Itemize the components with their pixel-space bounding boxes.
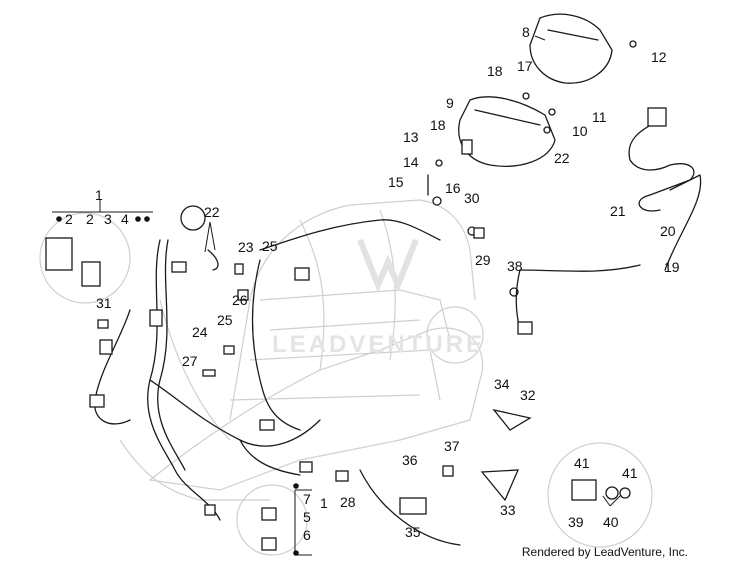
- callout-33: 33: [500, 502, 516, 518]
- callout-1: 1: [320, 495, 328, 511]
- callout-36: 36: [402, 452, 418, 468]
- callout-16: 16: [445, 180, 461, 196]
- ecu-cover-upper: [529, 13, 613, 84]
- callout-18: 18: [430, 117, 446, 133]
- callout-38: 38: [507, 258, 523, 274]
- coiled-cable: [515, 107, 702, 335]
- credit-text: Rendered by LeadVenture, Inc.: [521, 545, 688, 559]
- callout-3: 3: [104, 211, 112, 227]
- callout-35: 35: [405, 524, 421, 540]
- callout-4: 4: [121, 211, 129, 227]
- watermark-logo: LEADVENTURE: [272, 238, 485, 358]
- relay-block: [359, 469, 461, 546]
- fasteners: [427, 40, 637, 297]
- callout-34: 34: [494, 376, 510, 392]
- callout-10: 10: [572, 123, 588, 139]
- callout-22: 22: [554, 150, 570, 166]
- callout-27: 27: [182, 353, 198, 369]
- leader-lines: [52, 35, 621, 556]
- callout-41: 41: [622, 465, 638, 481]
- callout-28: 28: [340, 494, 356, 510]
- callout-2: 2: [65, 211, 73, 227]
- callout-25: 25: [262, 238, 278, 254]
- callout-26: 26: [232, 292, 248, 308]
- callout-18: 18: [487, 63, 503, 79]
- callout-25: 25: [217, 312, 233, 328]
- callout-29: 29: [475, 252, 491, 268]
- callout-13: 13: [403, 129, 419, 145]
- reference-dots: [56, 216, 299, 556]
- callout-6: 6: [303, 527, 311, 543]
- callout-labels: 1 1 2 2 3 4 5 6 7 8 9 10 11 12 13 14 15 …: [65, 24, 680, 543]
- callout-19: 19: [664, 259, 680, 275]
- callout-8: 8: [522, 24, 530, 40]
- callout-37: 37: [444, 438, 460, 454]
- regulator-bracket: [480, 408, 532, 502]
- connector-detail-left: [39, 212, 131, 304]
- callout-2: 2: [86, 211, 94, 227]
- callout-22: 22: [204, 204, 220, 220]
- callout-12: 12: [651, 49, 667, 65]
- callout-41: 41: [574, 455, 590, 471]
- callout-1: 1: [95, 187, 103, 203]
- callout-24: 24: [192, 324, 208, 340]
- callout-11: 11: [592, 109, 607, 125]
- callout-5: 5: [303, 509, 311, 525]
- callout-39: 39: [568, 514, 584, 530]
- callout-30: 30: [464, 190, 480, 206]
- callout-40: 40: [603, 514, 619, 530]
- cable-clips: [97, 205, 485, 482]
- callout-21: 21: [610, 203, 626, 219]
- callout-17: 17: [517, 58, 533, 74]
- connector-detail-bottom: [236, 484, 308, 556]
- watermark-text: LEADVENTURE: [272, 331, 485, 358]
- callout-31: 31: [96, 295, 112, 311]
- callout-23: 23: [238, 239, 254, 255]
- callout-32: 32: [520, 387, 536, 403]
- fuse-holder-detail: [547, 442, 653, 548]
- callout-9: 9: [446, 95, 454, 111]
- callout-15: 15: [388, 174, 404, 190]
- ecu-housing: [458, 96, 556, 167]
- callout-14: 14: [403, 154, 419, 170]
- callout-20: 20: [660, 223, 676, 239]
- main-wiring-harness: [89, 219, 441, 521]
- callout-7: 7: [303, 491, 311, 507]
